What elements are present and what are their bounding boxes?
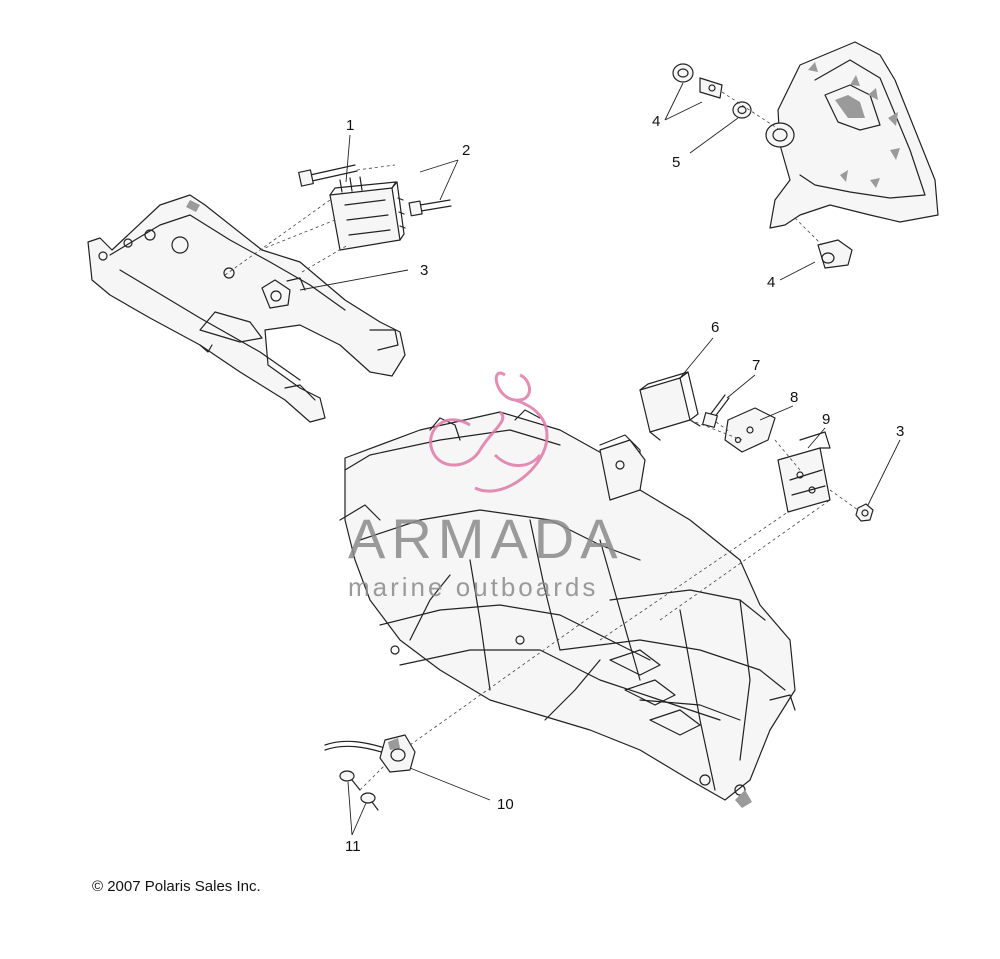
- key-switch-part-4: [672, 63, 723, 99]
- callout-8: 8: [790, 389, 798, 406]
- callout-3: 3: [420, 262, 428, 279]
- callout-10: 10: [497, 796, 514, 813]
- pad-part-8: [724, 407, 776, 453]
- callout-4-top: 4: [652, 113, 660, 130]
- callout-4-bottom: 4: [767, 274, 775, 291]
- callout-numbers: 1 2 3 4 5 4 6 7 8 9 3 10 11: [345, 113, 904, 855]
- callout-9: 9: [822, 411, 830, 428]
- cdi-box-part-6: [639, 371, 701, 441]
- regulator-part-1: [329, 176, 406, 251]
- switch-part-4: [817, 239, 853, 269]
- watermark: ARMADA marine outboards: [348, 371, 624, 602]
- copyright-notice: © 2007 Polaris Sales Inc.: [92, 878, 261, 895]
- bolts-part-2: [298, 164, 452, 217]
- relay-part-10: [324, 734, 416, 773]
- watermark-brand: ARMADA: [348, 507, 624, 570]
- nut-part-3: [855, 503, 874, 522]
- callout-2: 2: [462, 142, 470, 159]
- main-frame: [339, 409, 796, 808]
- nut-part-5: [732, 101, 752, 119]
- watermark-tagline: marine outboards: [348, 572, 598, 602]
- bracket-part-9: [777, 431, 831, 513]
- leader-lines: [299, 82, 901, 836]
- callout-5: 5: [672, 154, 680, 171]
- headlight-housing: [765, 41, 939, 229]
- callout-6: 6: [711, 319, 719, 336]
- bolt-part-7: [702, 394, 730, 428]
- watermark-logo-icon: [429, 371, 549, 493]
- callout-11: 11: [345, 838, 361, 855]
- screws-part-11: [339, 770, 379, 811]
- callout-1: 1: [346, 117, 354, 134]
- callout-3-right: 3: [896, 423, 904, 440]
- callout-7: 7: [752, 357, 760, 374]
- rear-subframe: [87, 194, 406, 423]
